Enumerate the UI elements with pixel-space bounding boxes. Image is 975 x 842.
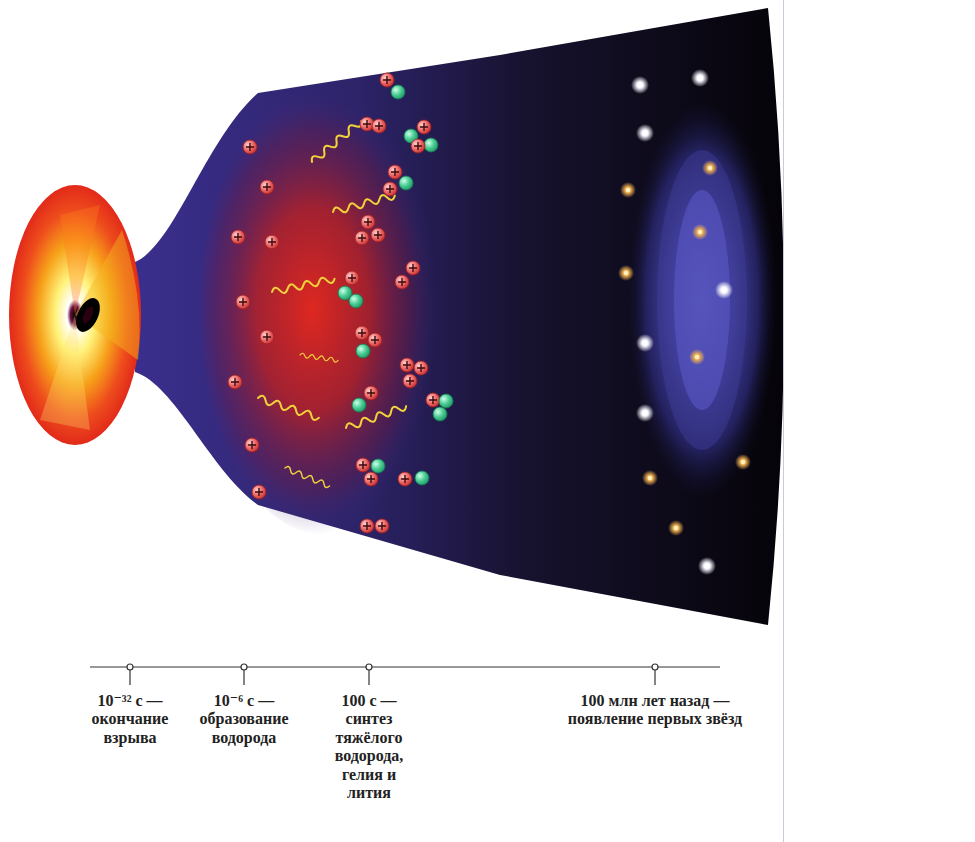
timeline-label: 10⁻³² с — окончание взрыва — [84, 692, 176, 747]
galaxy — [627, 100, 777, 500]
time-axis — [90, 664, 720, 685]
universe-cone — [135, 8, 784, 625]
photon-waves — [257, 118, 407, 488]
first-stars — [618, 69, 751, 575]
big-bang-blast — [9, 185, 141, 445]
page-divider — [783, 0, 784, 842]
hot-plasma-glow — [200, 85, 450, 535]
timeline-label: 100 с — синтез тяжёлого водорода, гелия … — [327, 692, 411, 802]
timeline-label: 10⁻⁶ с — образование водорода — [188, 692, 300, 747]
timeline-label: 100 млн лет назад — появление первых звё… — [567, 692, 743, 729]
particles — [228, 73, 453, 533]
